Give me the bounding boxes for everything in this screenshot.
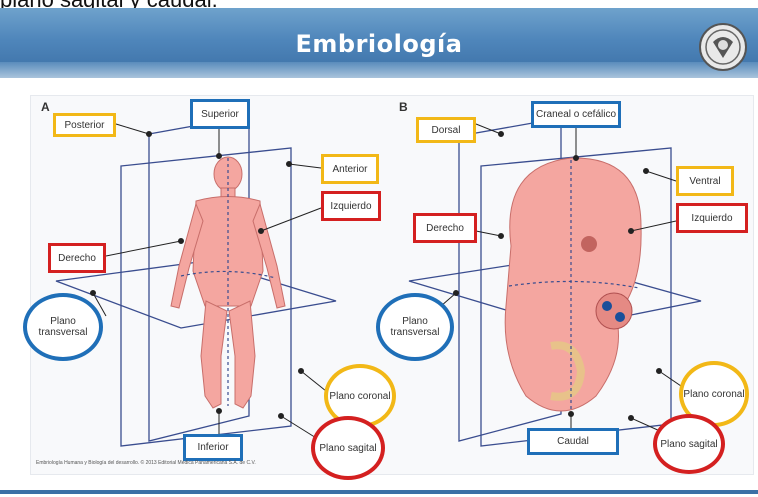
label-superior: Superior (190, 99, 250, 129)
label-anterior: Anterior (321, 154, 379, 184)
label-izquierdo-b: Izquierdo (676, 203, 748, 233)
circle-plano-transversal-b: Plano transversal (376, 293, 454, 361)
label-inferior: Inferior (183, 434, 243, 461)
bottom-rule (0, 490, 758, 494)
page-title: Embriología (0, 30, 758, 58)
circle-plano-sagital-b: Plano sagital (653, 414, 725, 474)
university-seal-icon (698, 22, 748, 72)
planes-diagram (31, 96, 753, 474)
label-dorsal: Dorsal (416, 117, 476, 143)
label-derecho-b: Derecho (413, 213, 477, 243)
circle-plano-sagital-a: Plano sagital (311, 416, 385, 480)
diagram-area: A B Posterior Superior Anterior Izquierd… (30, 95, 754, 475)
label-derecho-a: Derecho (48, 243, 106, 273)
circle-plano-transversal-a: Plano transversal (23, 293, 103, 361)
header-bar: Embriología (0, 8, 758, 78)
header-band (0, 62, 758, 78)
label-ventral: Ventral (676, 166, 734, 196)
label-craneal: Craneal o cefálico (531, 101, 621, 128)
label-posterior: Posterior (53, 113, 116, 137)
figure-credit: Embriología Humana y Biología del desarr… (36, 460, 256, 466)
label-izquierdo-a: Izquierdo (321, 191, 381, 221)
embryo-figure (505, 158, 641, 411)
panel-a-letter: A (41, 100, 50, 114)
panel-b-letter: B (399, 100, 408, 114)
label-caudal: Caudal (527, 428, 619, 455)
